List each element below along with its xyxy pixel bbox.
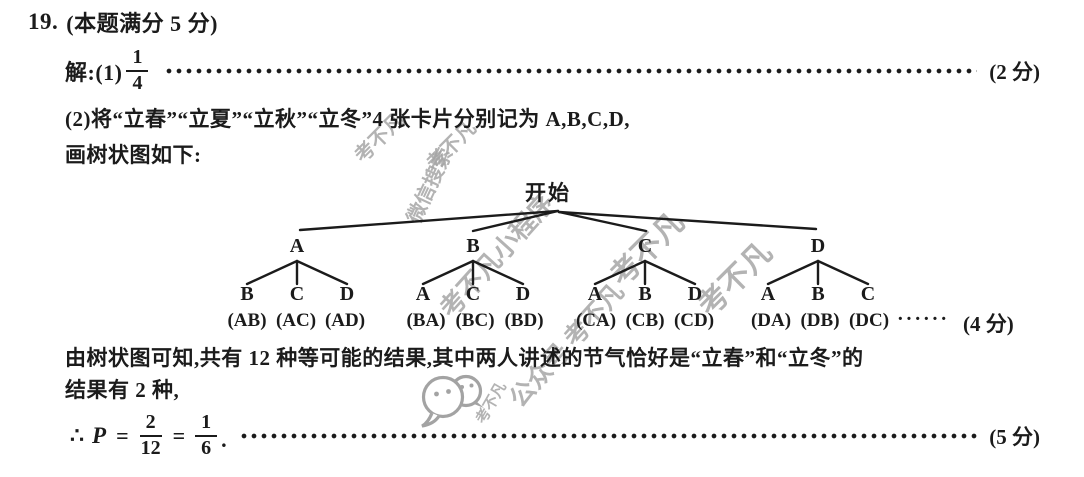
tree-node: B [240,283,254,305]
outcome-pair: (BA) [406,310,446,331]
tree-node: A [760,283,776,305]
outcome-pair: (DA) [750,310,792,331]
part2-setup-line2: 画树状图如下: [65,143,202,167]
part1-prefix: 解:(1) [65,60,123,85]
tree-root-label: 开始 [525,181,571,205]
part1-score: (2 分) [989,60,1040,84]
tree-node: C [860,283,876,305]
tree-node: A [289,235,305,257]
outcome-pair: (DC) [848,310,890,331]
conclusion-fraction-2: 1 6 [195,412,218,459]
outcome-pair: (BD) [504,310,544,331]
tree-node: D [515,283,531,305]
tree-node: A [415,283,431,305]
fraction-numerator: 1 [126,47,149,72]
outcome-pair: (AB) [227,310,267,331]
wechat-logo-watermark [421,374,484,428]
tree-node: B [811,283,825,305]
tree-node: C [637,235,653,257]
dotted-leader [239,432,978,440]
problem-heading: 19. (本题满分 5 分) [28,6,218,38]
tree-node: C [289,283,305,305]
equals-sign: = [172,423,186,448]
tree-node: C [465,283,481,305]
part1-answer-row: 解:(1) 1 4 (2 分) [65,40,1040,102]
tree-score: (4 分) [963,312,1014,336]
outcome-pair: (CD) [673,310,715,331]
tree-node: D [687,283,703,305]
watermark-text: 微信搜索 [403,145,458,227]
outcome-pair: (BC) [455,310,495,331]
problem-number: 19. [28,9,59,34]
outcome-pair: (CA) [575,310,617,331]
fraction-denominator: 4 [132,72,143,94]
period: . [221,427,228,452]
outcome-pair: (CB) [625,310,665,331]
outcome-pair: (AC) [275,310,317,331]
tree-node: D [810,235,826,257]
fraction-numerator: 2 [139,412,162,437]
part1-fraction: 1 4 [126,47,149,94]
outcome-pair: (DB) [800,310,840,331]
tree-node: B [466,235,480,257]
analysis-line1: 由树状图可知,共有 12 种等可能的结果,其中两人讲述的节气恰好是“立春”和“立… [65,346,864,370]
fraction-denominator: 12 [140,437,161,459]
conclusion-score: (5 分) [989,425,1040,449]
equals-sign: = [116,423,129,448]
tree-node: B [638,283,652,305]
tree-score-dots: ······ [897,308,950,330]
fraction-numerator: 1 [195,412,218,437]
problem-title: (本题满分 5 分) [66,11,218,36]
therefore-symbol: ∴ [70,423,84,448]
outcome-pair: (AD) [324,310,366,331]
tree-node: D [339,283,355,305]
tree-node: A [587,283,603,305]
part2-setup-line1: (2)将“立春”“立夏”“立秋”“立冬”4 张卡片分别记为 A,B,C,D, [65,107,630,131]
analysis-line2: 结果有 2 种, [65,378,180,402]
conclusion-fraction-1: 2 12 [139,412,163,459]
conclusion-row: ∴ P = 2 12 = 1 6 . (5 分) [70,405,1040,467]
dotted-leader [164,67,978,75]
fraction-denominator: 6 [201,437,212,459]
probability-symbol: P [92,423,107,448]
